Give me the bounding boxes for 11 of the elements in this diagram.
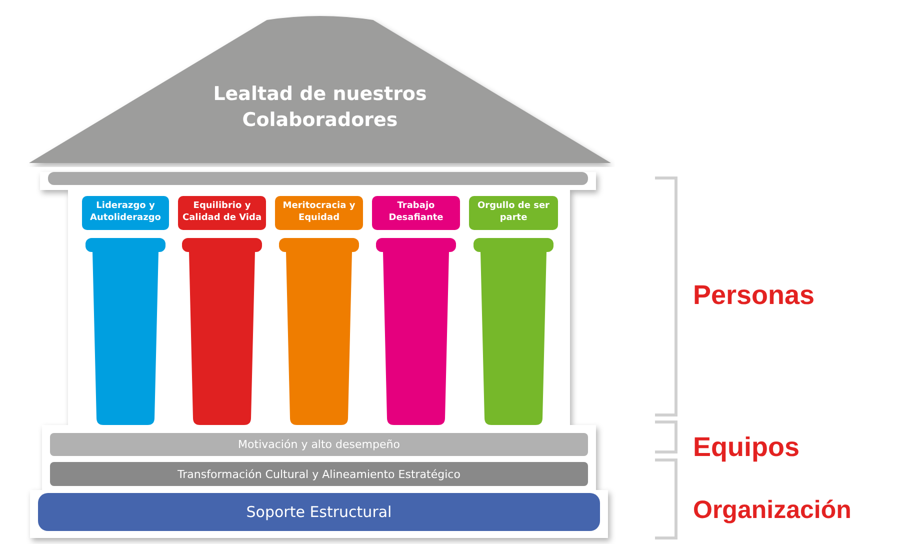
- pillar-header: Equilibrio y Calidad de Vida: [178, 196, 266, 230]
- foundation-band: Soporte Estructural: [38, 493, 600, 531]
- pillar-header: Meritocracia y Equidad: [275, 196, 363, 230]
- group-label: Equipos: [693, 432, 800, 463]
- pillar-header: Orgullo de ser parte: [469, 196, 558, 230]
- group-label: Personas: [693, 280, 815, 311]
- pillar-header: Trabajo Desafiante: [372, 196, 460, 230]
- group-label: Organización: [693, 496, 852, 525]
- foundation-band: Transformación Cultural y Alineamiento Estratégico: [50, 462, 588, 486]
- foundation-band: Motivación y alto desempeño: [50, 433, 588, 456]
- pillar-header: Liderazgo y Autoliderazgo: [82, 196, 169, 230]
